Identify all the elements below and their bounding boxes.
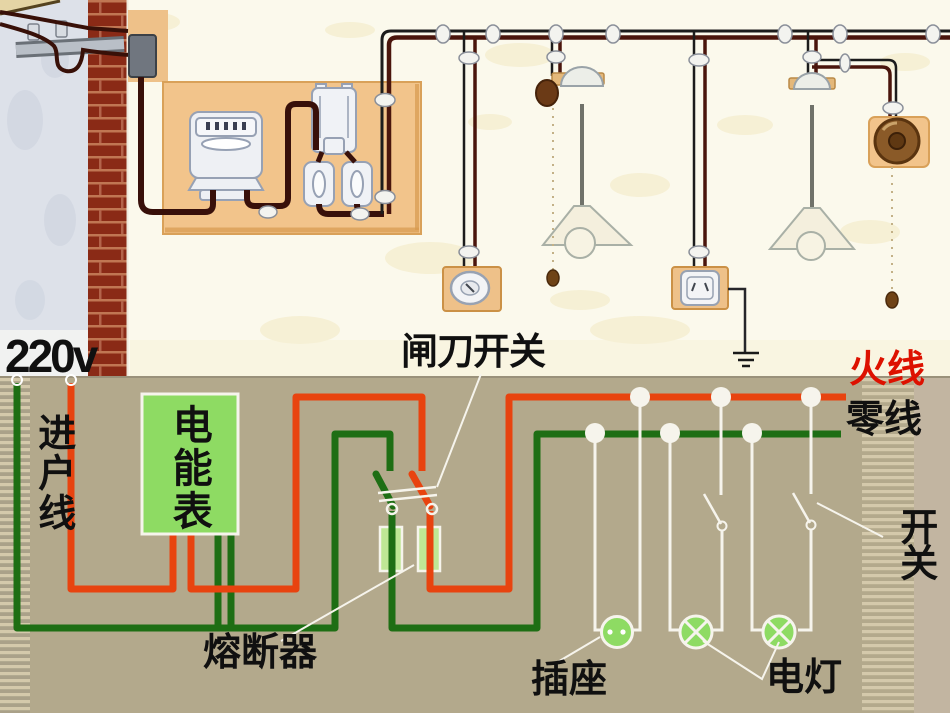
- brick-column: [88, 0, 128, 378]
- lamp-symbol-2: [761, 614, 797, 650]
- lamp-label: 电灯: [766, 657, 843, 699]
- wall-switch-label: 开关: [893, 507, 936, 579]
- lamp2-switch-pivot: [805, 519, 817, 531]
- socket-neutral-branch: [593, 433, 602, 632]
- circuit-schematic: [0, 373, 950, 713]
- pointer-socket: [555, 636, 601, 664]
- bell-shape: [535, 79, 559, 107]
- lamp2-neutral-branch: [750, 433, 762, 632]
- live-wire-path: [67, 383, 846, 593]
- household-wiring-illustration: [0, 0, 950, 378]
- live-wire-label: 火线: [849, 349, 926, 391]
- wall-switch-drop: [462, 31, 477, 266]
- pull-knob: [546, 269, 560, 287]
- knife-blade-live: [408, 470, 434, 510]
- pendant-lamp-1: [535, 66, 634, 287]
- bulb: [796, 231, 826, 261]
- socket-symbol: [600, 615, 634, 649]
- knife-pivot-live: [425, 502, 439, 516]
- service-line-label: 进户线: [31, 413, 74, 533]
- ground-symbol: [733, 351, 759, 368]
- fuse-sketches: [303, 161, 373, 207]
- lamp1-switch-blade: [702, 493, 723, 525]
- right-texture-stripes: [862, 378, 914, 713]
- socket-slots: [691, 282, 709, 292]
- knife-pivot-neutral: [385, 502, 399, 516]
- pointer-wall-switch: [816, 502, 884, 538]
- socket-drop: [692, 31, 707, 266]
- entrance-terminal-neutral: [11, 374, 23, 386]
- voltage-label: 220v: [5, 330, 98, 382]
- pendant-lamp-2: [767, 72, 857, 261]
- ceiling-run-maroon-wire: [386, 35, 950, 214]
- brick-edge-highlight: [126, 0, 129, 378]
- pointer-fuse: [280, 564, 415, 642]
- neutral-wire-label: 零线: [846, 399, 923, 441]
- conduit-pipe: [15, 39, 125, 55]
- knife-switch-sketch: [311, 83, 357, 155]
- pull-knob: [885, 291, 899, 309]
- junction-dots: [585, 387, 821, 443]
- lamp-symbol-1: [678, 614, 714, 650]
- lamp1-neutral-branch: [668, 433, 680, 632]
- wall-switch-unit: [442, 266, 502, 312]
- knife-switch-label: 闸刀开关: [401, 331, 546, 372]
- service-junction-box: [128, 34, 157, 78]
- fuse-label: 熔断器: [203, 632, 318, 674]
- voltage-label-patch: [0, 330, 92, 378]
- insulator-clamps: [258, 24, 941, 259]
- electric-meter-sketch: [187, 111, 265, 201]
- lamp2-live-lower: [798, 530, 813, 632]
- socket-plate: [680, 270, 720, 306]
- entrance-wire-upper: [0, 10, 129, 33]
- ground-wire: [728, 287, 747, 352]
- knife-switch-symbol: [377, 485, 439, 516]
- wall-socket-unit: [671, 266, 759, 368]
- socket-label: 插座: [531, 659, 608, 701]
- right-margin: [914, 378, 950, 713]
- energy-meter-box: [140, 392, 240, 536]
- entrance-terminal-live: [65, 374, 77, 386]
- bulb: [564, 227, 596, 259]
- lamp1-live-lower: [712, 531, 724, 632]
- pointer-lines: [280, 373, 884, 681]
- pointer-lamp: [702, 640, 780, 681]
- socket-live-branch: [632, 397, 642, 632]
- doorbell-unit: [868, 116, 930, 309]
- lamp2-switch-blade: [791, 492, 812, 524]
- ceiling-run-black-wire: [380, 29, 950, 214]
- branch-circuits: [593, 397, 813, 632]
- lamp1-switch-pivot: [716, 520, 728, 532]
- entrance-wire-drip-loop: [0, 22, 131, 74]
- energy-meter-label: 电能表: [166, 404, 211, 533]
- knife-switch-bar: [377, 485, 438, 503]
- pointer-knife-switch: [436, 373, 482, 488]
- neutral-wire-path: [13, 383, 841, 632]
